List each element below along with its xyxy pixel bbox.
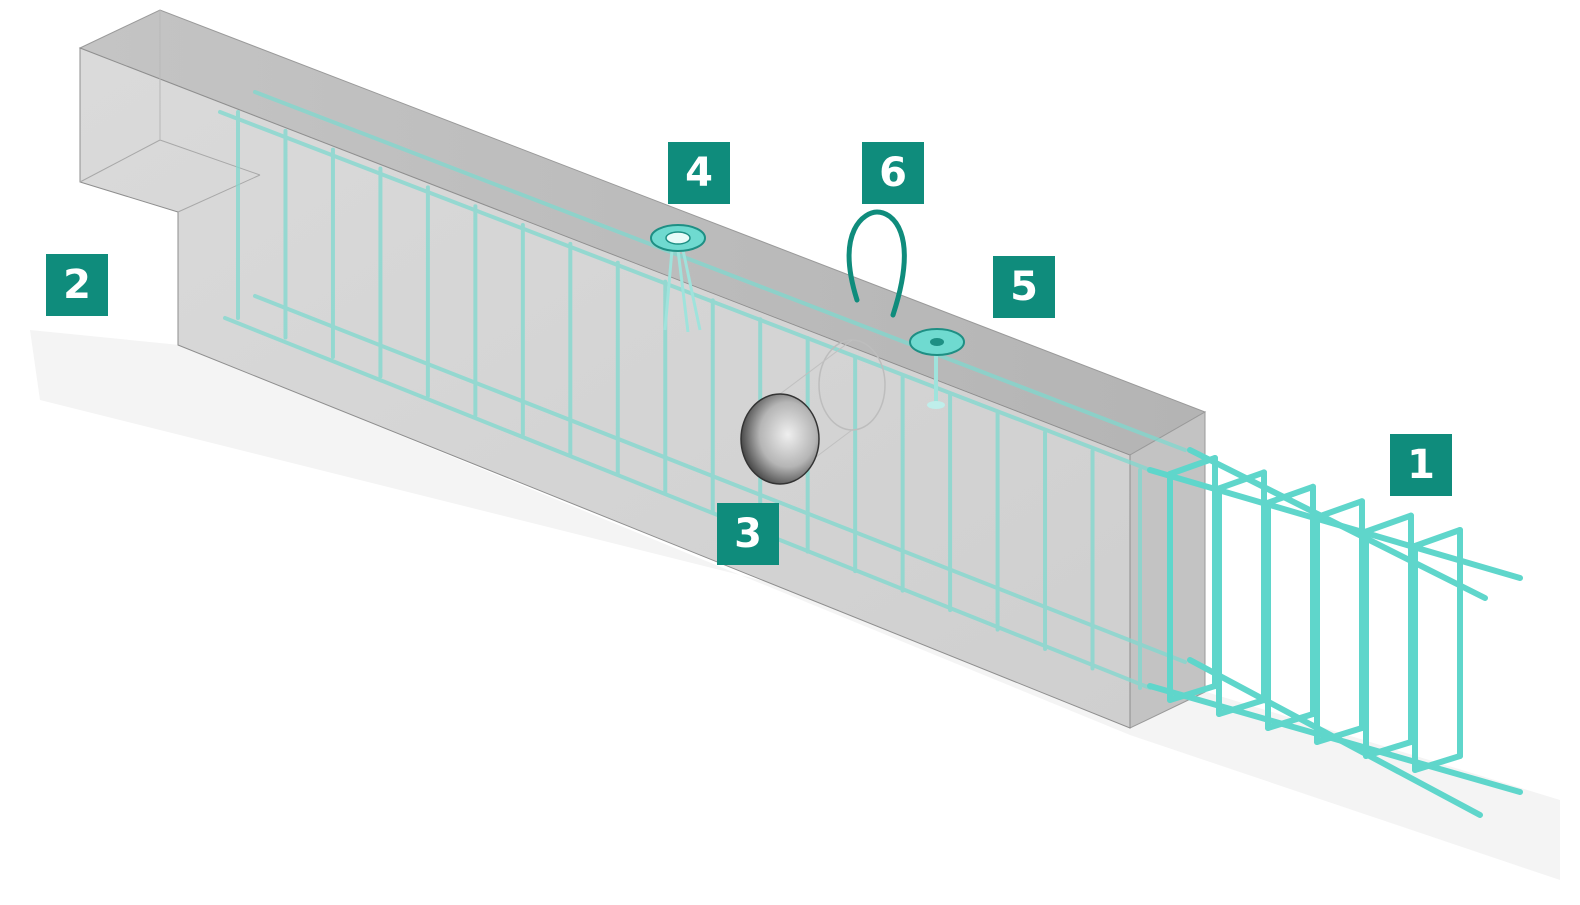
cage-stirrup-bottom: [1216, 697, 1267, 717]
lifting-loop: [846, 209, 907, 318]
cage-stirrup-top: [1314, 498, 1365, 521]
callout-badge-5: 5: [993, 256, 1055, 318]
callout-badge-3: 3: [717, 503, 779, 565]
anchor-insert-4: [650, 224, 706, 333]
protruding-reinforcement-cage: [1147, 447, 1523, 818]
cage-top-bar-rear: [1187, 447, 1488, 601]
cage-stirrup-top: [1216, 469, 1267, 492]
bottom-longitudinal-bar: [253, 294, 1187, 664]
cage-stirrup-bottom: [1314, 725, 1365, 745]
cage-stirrup-top: [1412, 527, 1463, 549]
cage-stirrup-top: [1363, 512, 1414, 535]
cage-stirrup-bottom: [1167, 683, 1218, 703]
ground-shadow: [30, 330, 1560, 880]
cage-stirrup-bottom: [1412, 753, 1463, 773]
cage-stirrup-top: [1265, 483, 1316, 506]
callout-badge-2: 2: [46, 254, 108, 316]
callout-badge-6: 6: [862, 142, 924, 204]
cage-stirrup-bottom: [1265, 711, 1316, 731]
top-longitudinal-bar-front: [218, 110, 1152, 472]
web-opening: [740, 393, 820, 485]
cage-stirrup-top: [1167, 455, 1218, 477]
callout-badge-4: 4: [668, 142, 730, 204]
callout-badge-1: 1: [1390, 434, 1452, 496]
cage-stirrup-bottom: [1363, 739, 1414, 759]
beam-end-notch: [79, 139, 161, 183]
anchor-insert-5: [909, 328, 965, 409]
top-longitudinal-bar: [253, 90, 1187, 452]
